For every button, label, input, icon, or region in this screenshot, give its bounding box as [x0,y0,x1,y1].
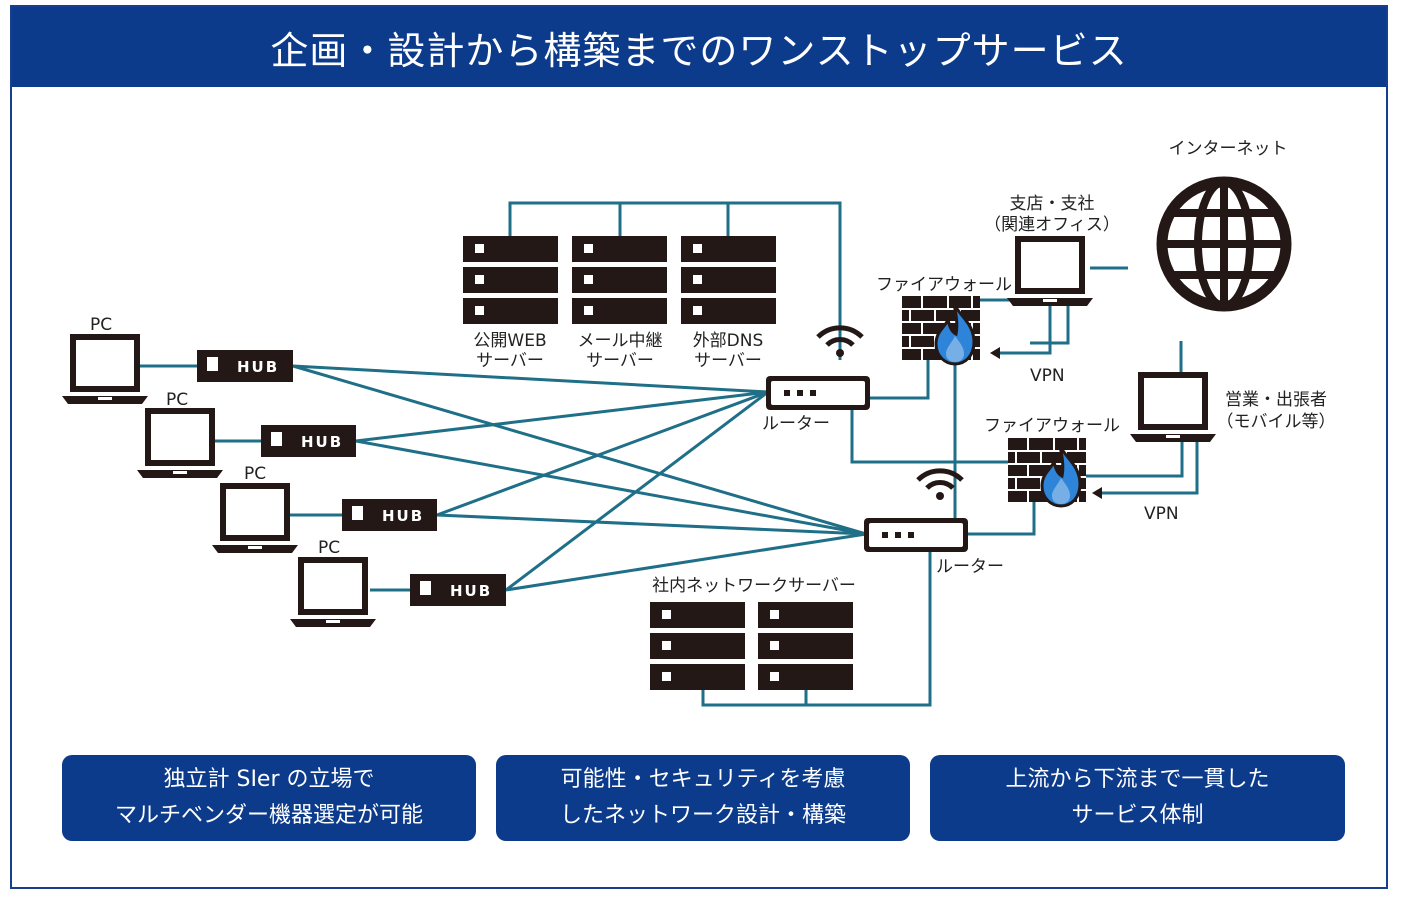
hub-icon-4: HUB [410,574,506,606]
branch-label-1: 支店・支社 [1010,194,1095,214]
pc-label-4: PC [318,538,340,558]
hub-icon-3: HUB [342,499,437,531]
feature-box-2: 可能性・セキュリティを考慮 したネットワーク設計・構築 [496,755,910,841]
pc-laptop-icon-1 [62,334,148,404]
pc-label-3: PC [244,464,266,484]
feature-1-line-1: 独立計 SIer の立場で [163,767,375,792]
globe-icon [1156,176,1292,312]
title-bar: 企画・設計から構築までのワンストップサービス [12,7,1386,87]
feature-3-line-1: 上流から下流まで一貫した [1005,767,1270,792]
hub-icon-1: HUB [197,350,293,382]
pc-laptop-icon-4 [290,557,376,627]
vpn-label-1: VPN [1030,366,1065,386]
connection-lines [140,201,1199,707]
branch-label-2: （関連オフィス） [984,215,1120,235]
dns-server-label-1: 外部DNS [693,331,764,351]
router-icon-2 [864,518,968,552]
page-title: 企画・設計から構築までのワンストップサービス [270,28,1128,73]
feature-box-3: 上流から下流まで一貫した サービス体制 [930,755,1345,841]
feature-2-line-2: したネットワーク設計・構築 [559,803,846,828]
web-server-label-1: 公開WEB [473,331,546,351]
vpn-label-2: VPN [1144,504,1179,524]
firewall-label-1: ファイアウォール [876,275,1012,295]
pc-label-2: PC [166,390,188,410]
dns-server-rack-icon [681,236,776,324]
firewall-label-2: ファイアウォール [984,416,1120,436]
pc-laptop-icon-2 [137,408,223,478]
internal-server-rack-icon-2 [758,602,853,690]
mail-server-label-2: サーバー [586,351,654,371]
hub-label-1: HUB [237,358,279,376]
internal-server-label: 社内ネットワークサーバー [652,576,856,596]
pc-laptop-icon-3 [212,483,298,553]
diagram-frame [10,5,1388,889]
mobile-label-1: 営業・出張者 [1225,390,1327,410]
router-icon-1 [766,376,870,410]
pc-label-1: PC [90,315,112,335]
feature-box-1: 独立計 SIer の立場で マルチベンダー機器選定が可能 [62,755,476,841]
hub-icon-2: HUB [261,425,356,457]
web-server-rack-icon [463,236,558,324]
feature-1-line-2: マルチベンダー機器選定が可能 [114,803,423,828]
branch-laptop-icon [1007,236,1093,306]
router-label-2: ルーター [936,557,1004,577]
feature-2-line-1: 可能性・セキュリティを考慮 [560,767,846,792]
hub-label-4: HUB [450,582,492,600]
mail-server-label-1: メール中継 [578,331,663,351]
vpn-arrow-icon-1 [990,347,1000,359]
feature-3-line-2: サービス体制 [1071,803,1204,828]
router-label-1: ルーター [762,414,830,434]
internal-server-rack-icon-1 [650,602,745,690]
mail-server-rack-icon [572,236,667,324]
internet-label: インターネット [1169,139,1288,159]
mobile-laptop-icon [1130,372,1216,442]
hub-label-3: HUB [382,507,424,525]
web-server-label-2: サーバー [476,351,544,371]
vpn-arrow-icon-2 [1092,487,1102,499]
dns-server-label-2: サーバー [694,351,762,371]
mobile-label-2: （モバイル等） [1217,412,1336,432]
hub-label-2: HUB [301,433,343,451]
